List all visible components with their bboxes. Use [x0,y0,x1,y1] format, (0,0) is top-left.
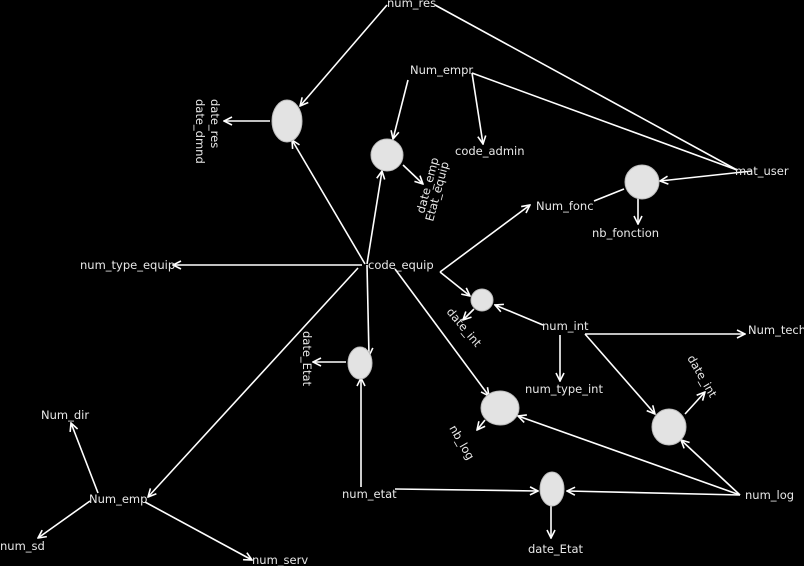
label-num-serv[interactable]: num_serv [252,553,308,566]
edges [38,4,753,560]
association-node[interactable] [651,408,687,446]
label-num-dir[interactable]: Num_dir [41,408,89,422]
edge-numemp-numsd [38,500,91,538]
label-num-emp[interactable]: Num_emp [89,492,147,506]
association-node[interactable] [539,471,565,507]
edge-matuser-assoc3 [660,170,753,181]
edge-numetat-assoc8 [394,489,538,491]
label-num-int[interactable]: num_int [542,319,589,333]
association-node[interactable] [370,138,404,172]
edge-assoc7-nblog [477,419,486,430]
label-date-etat-1[interactable]: date_Etat [300,331,314,387]
association-node[interactable] [347,346,373,380]
label-date-int-2[interactable]: date_int [684,353,720,401]
label-nb-log[interactable]: nb_log [446,423,477,463]
edge-codeequip-assoc1 [292,140,366,265]
label-date-etat-2[interactable]: date_Etat [528,542,584,556]
edge-numint-assoc5 [584,333,655,414]
edge-codeequip-numfonc [439,205,530,273]
edge-numres-matuser [434,4,738,171]
label-num-sd[interactable]: num_sd [0,539,45,553]
label-date-res[interactable]: date_res [208,99,222,148]
edge-codeequip-assoc4 [439,271,470,296]
edge-numlog-assoc7 [518,416,741,496]
edge-assoc2-dateemp [402,164,423,184]
label-num-log[interactable]: num_log [745,488,794,502]
edge-assoc4-dateint [463,308,475,320]
label-num-tech[interactable]: Num_tech [748,323,804,337]
label-code-admin[interactable]: code_admin [455,144,525,158]
edge-numint-assoc4 [495,305,544,326]
edge-codeequip-assoc7 [394,268,489,396]
edge-codeequip-assoc6 [367,264,369,356]
edge-numres-assoc1 [300,4,388,106]
label-num-etat[interactable]: num_etat [342,487,397,501]
label-mat-user[interactable]: mat_user [735,164,789,178]
label-num-fonc[interactable]: Num_fonc [536,199,594,213]
associations [271,99,687,507]
edge-numempr-assoc2 [393,79,409,139]
label-num-type-int[interactable]: num_type_int [525,382,603,396]
edge-codeequip-assoc2 [366,171,382,265]
association-node[interactable] [470,288,494,312]
edge-numempr-matuser [471,72,738,171]
label-num-type-equip[interactable]: num_type_equip [80,258,175,272]
edge-assoc5-dateint [684,392,705,415]
label-nb-fonction[interactable]: nb_fonction [592,226,659,240]
label-num-res[interactable]: num_res [387,0,436,10]
association-node[interactable] [271,99,303,143]
association-node[interactable] [480,390,520,426]
label-date-dmnd[interactable]: date_dmnd [193,99,207,164]
edge-numempr-codeadmin [471,72,483,144]
edge-numlog-assoc5 [681,440,741,496]
edge-numemp-numdir [71,423,99,494]
edge-numlog-assoc8 [567,491,741,495]
association-node[interactable] [624,164,660,200]
label-num-empr[interactable]: Num_empr [410,63,473,77]
edge-numemp-numserv [144,501,252,560]
edge-numfonc-assoc3 [593,188,625,202]
label-code-equip[interactable]: code_equip [368,258,434,272]
edge-codeequip-numemp [148,267,359,497]
